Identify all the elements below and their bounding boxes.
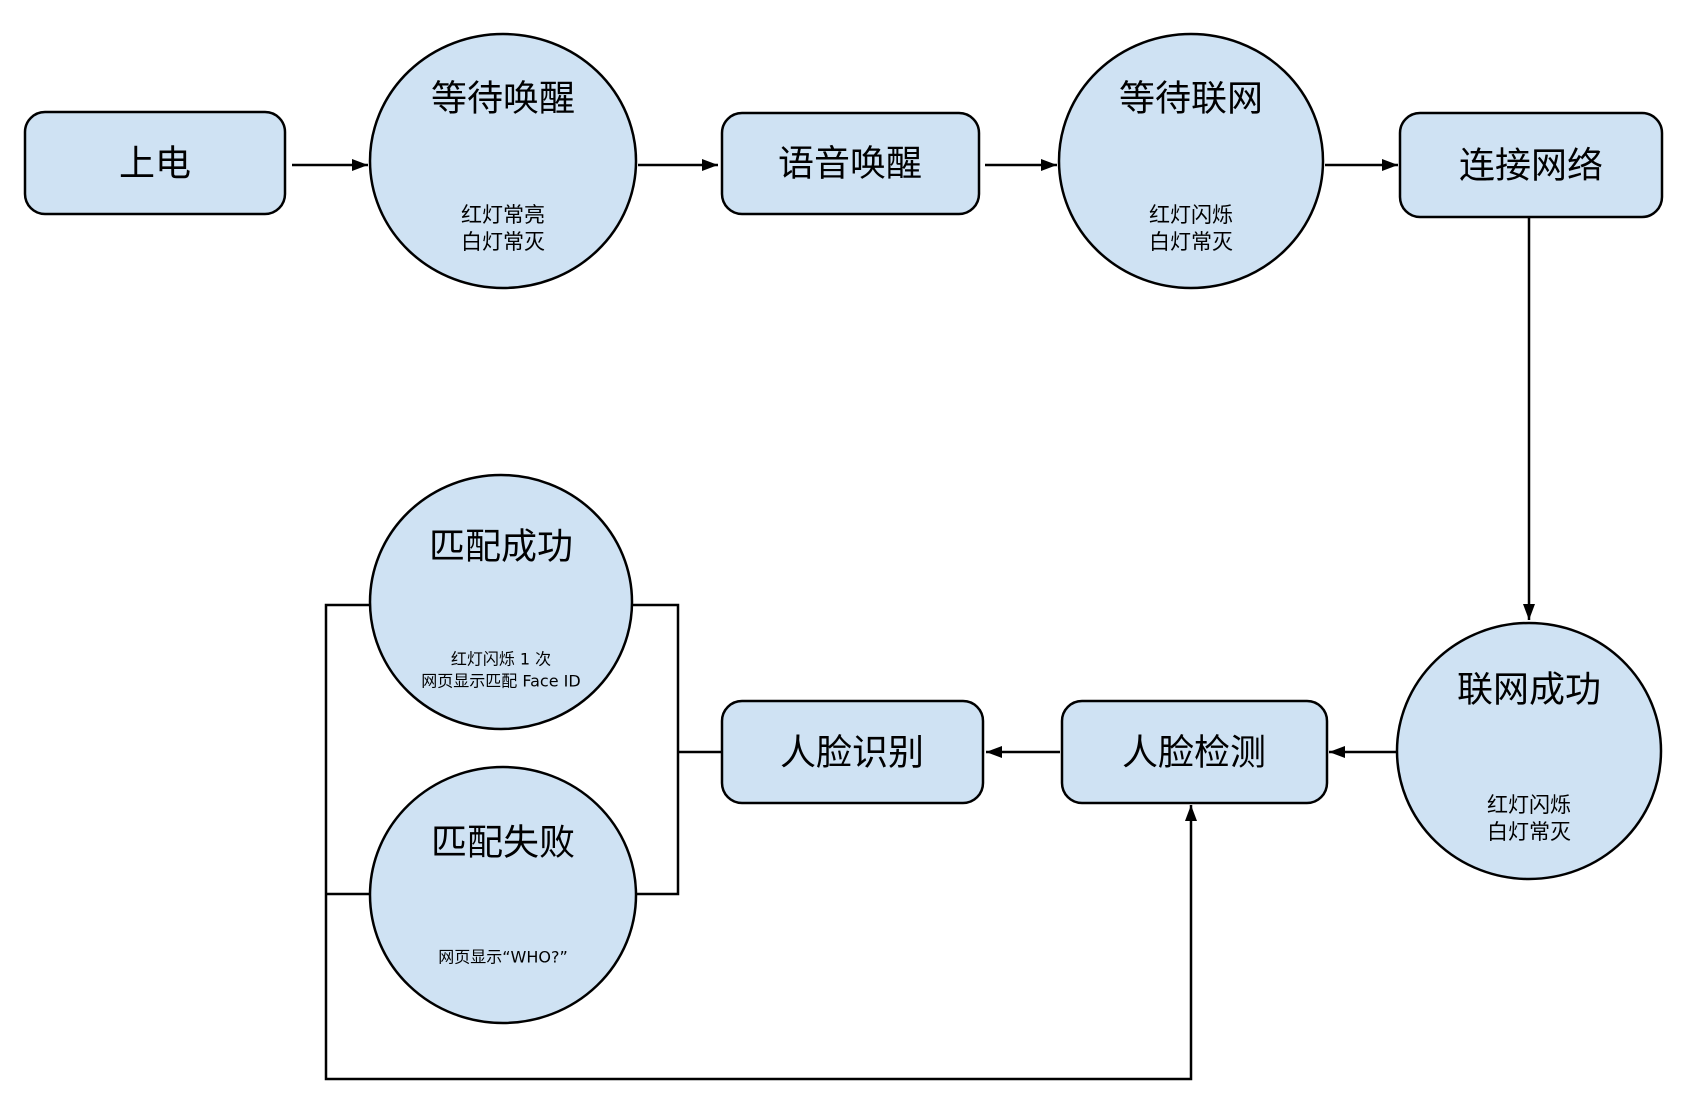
network-success-status-1: 红灯闪烁 (1487, 793, 1571, 817)
voice-wake-label: 语音唤醒 (778, 144, 922, 185)
network-success-title: 联网成功 (1457, 670, 1601, 711)
node-network-success: 联网成功 红灯闪烁 白灯常灭 (1395, 621, 1663, 881)
network-success-circle (1395, 621, 1663, 881)
node-power-on: 上电 (23, 110, 287, 216)
match-success-status-1: 红灯闪烁 1 次 (451, 650, 551, 669)
node-wait-network: 等待联网 红灯闪烁 白灯常灭 (1057, 32, 1325, 290)
wait-network-status-1: 红灯闪烁 (1149, 203, 1233, 227)
match-success-circle (368, 473, 634, 731)
face-recognize-box (720, 699, 985, 805)
wait-network-title: 等待联网 (1119, 79, 1263, 120)
edges (292, 159, 1535, 1081)
match-fail-title: 匹配失败 (431, 823, 575, 864)
wait-network-status-2: 白灯常灭 (1149, 230, 1233, 254)
node-connect-network: 连接网络 (1398, 111, 1664, 219)
wait-wake-status-1: 红灯常亮 (461, 203, 545, 227)
power-on-label: 上电 (119, 144, 191, 185)
match-success-title: 匹配成功 (429, 527, 573, 568)
network-success-status-2: 白灯常灭 (1487, 820, 1571, 844)
edge-loop-back-to-face-detect (324, 603, 1197, 1081)
node-match-success: 匹配成功 红灯闪烁 1 次 网页显示匹配 Face ID (368, 473, 634, 731)
wait-network-circle (1057, 32, 1325, 290)
face-detect-box (1060, 699, 1329, 805)
wait-wake-status-2: 白灯常灭 (461, 230, 545, 254)
node-voice-wake: 语音唤醒 (720, 111, 981, 216)
node-face-recognize: 人脸识别 (720, 699, 985, 805)
connect-network-label: 连接网络 (1459, 146, 1603, 187)
match-fail-circle (368, 765, 638, 1025)
face-detect-label: 人脸检测 (1122, 733, 1266, 774)
match-success-status-2: 网页显示匹配 Face ID (421, 672, 580, 691)
connect-network-box (1398, 111, 1664, 219)
power-on-box (23, 110, 287, 216)
edge-match-bus-right (632, 603, 680, 896)
node-match-fail: 匹配失败 网页显示“WHO?” (368, 765, 638, 1025)
node-wait-wake: 等待唤醒 红灯常亮 白灯常灭 (368, 32, 638, 290)
node-face-detect: 人脸检测 (1060, 699, 1329, 805)
wait-wake-circle (368, 32, 638, 290)
wait-wake-title: 等待唤醒 (431, 79, 575, 120)
face-recognize-label: 人脸识别 (780, 733, 924, 774)
voice-wake-box (720, 111, 981, 216)
match-fail-status-1: 网页显示“WHO?” (438, 948, 568, 967)
